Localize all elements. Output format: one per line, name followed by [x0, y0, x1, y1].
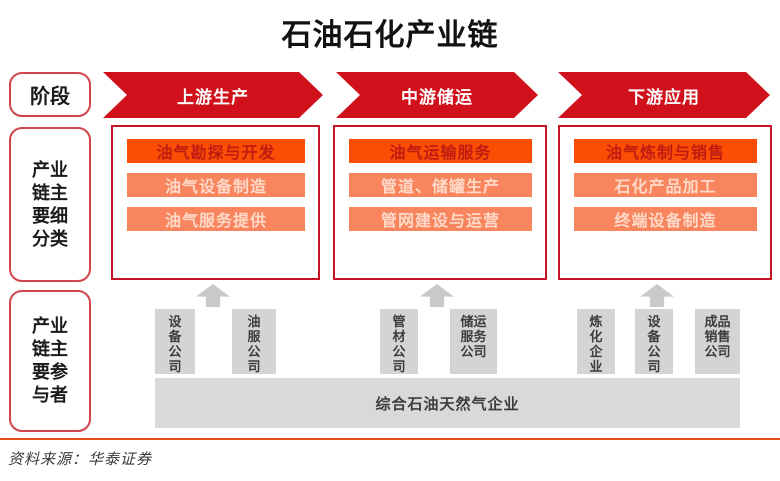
participant-product-sales-company: 成品 销售 公司: [695, 309, 740, 374]
row-label-stage: 阶段: [9, 72, 91, 117]
participant-equipment-company-2: 设 备 公 司: [635, 309, 673, 374]
segment-item: 终端设备制造: [574, 207, 757, 231]
participant-oilfield-service-company: 油 服 公 司: [232, 309, 276, 374]
up-arrow-icon: [640, 284, 674, 307]
participant-equipment-company-1: 设 备 公 司: [155, 309, 195, 374]
participant-storage-transport-service-company: 储运 服务 公司: [450, 309, 497, 374]
segment-group-downstream: 油气炼制与销售 石化产品加工 终端设备制造: [558, 125, 772, 280]
segment-item: 油气运输服务: [349, 139, 532, 163]
up-arrow-icon: [196, 284, 230, 307]
segment-item: 油气勘探与开发: [127, 139, 305, 163]
row-label-participants: 产业 链主 要参 与者: [9, 290, 91, 432]
footer-divider: [0, 438, 780, 440]
arrow-midstream: 中游储运: [336, 72, 538, 118]
segment-item: 管网建设与运营: [349, 207, 532, 231]
segment-item: 石化产品加工: [574, 173, 757, 197]
page-title: 石油石化产业链: [281, 19, 499, 52]
participant-pipe-material-company: 管 材 公 司: [380, 309, 418, 374]
segment-group-midstream: 油气运输服务 管道、储罐生产 管网建设与运营: [333, 125, 547, 280]
source-note: 资料来源：华泰证券: [8, 452, 153, 468]
up-arrow-icon: [420, 284, 454, 307]
arrow-upstream: 上游生产: [103, 72, 323, 118]
arrow-downstream: 下游应用: [558, 72, 770, 118]
participant-refining-enterprise: 炼 化 企 业: [577, 309, 615, 374]
segment-item: 油气设备制造: [127, 173, 305, 197]
segment-item: 管道、储罐生产: [349, 173, 532, 197]
row-label-segments: 产业 链主 要细 分类: [9, 127, 91, 282]
integrated-oil-gas-enterprise-bar: 综合石油天然气企业: [155, 378, 740, 428]
segment-item: 油气服务提供: [127, 207, 305, 231]
segment-item: 油气炼制与销售: [574, 139, 757, 163]
segment-group-upstream: 油气勘探与开发 油气设备制造 油气服务提供: [111, 125, 320, 280]
